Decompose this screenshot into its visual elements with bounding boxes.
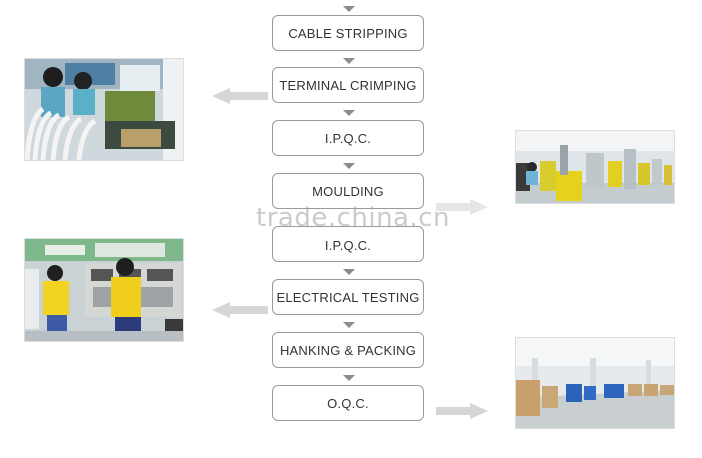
photo-warehouse [515, 337, 675, 429]
step-label: O.Q.C. [327, 395, 369, 411]
right-arrow-oqc [436, 403, 488, 419]
watermark: trade.china.cn [256, 203, 451, 233]
flow-arrow [343, 110, 355, 116]
flow-arrow [343, 163, 355, 169]
photo-electrical-testing [24, 238, 184, 342]
step-label: TERMINAL CRIMPING [279, 77, 417, 93]
step-label: I.P.Q.C. [324, 238, 372, 253]
step-label: I.P.Q.C. [324, 130, 372, 146]
flow-arrow [343, 375, 355, 381]
left-arrow-crimping [212, 88, 268, 104]
left-arrow-testing [212, 302, 268, 318]
step-hanking-packing: HANKING & PACKING [272, 332, 424, 368]
step-label: HANKING & PACKING [279, 342, 417, 358]
step-moulding: MOULDING [272, 173, 424, 209]
step-oqc: O.Q.C. [272, 385, 424, 421]
photo-moulding-machines [515, 130, 675, 204]
right-arrow-moulding [436, 199, 488, 215]
flow-arrow [343, 322, 355, 328]
photo-crimping-workstation [24, 58, 184, 161]
step-terminal-crimping: TERMINAL CRIMPING [272, 67, 424, 103]
flow-arrow-top [343, 6, 355, 12]
step-ipqc-1: I.P.Q.C. [272, 120, 424, 156]
step-label: MOULDING [312, 184, 384, 199]
flow-arrow [343, 269, 355, 275]
step-electrical-testing: ELECTRICAL TESTING [272, 279, 424, 315]
flow-arrow [343, 58, 355, 64]
step-cable-stripping: CABLE STRIPPING [272, 15, 424, 51]
step-label: CABLE STRIPPING [288, 25, 408, 41]
step-ipqc-2: I.P.Q.C. [272, 226, 424, 262]
step-label: ELECTRICAL TESTING [276, 289, 420, 305]
